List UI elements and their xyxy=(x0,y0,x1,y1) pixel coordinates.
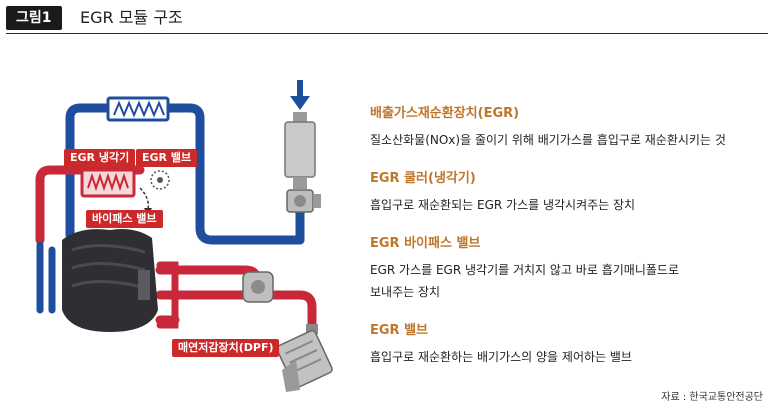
description-egr-valve: EGR 밸브 흡입구로 재순환하는 배기가스의 양을 제어하는 밸브 xyxy=(370,322,765,368)
turbocharger xyxy=(242,271,274,303)
intercooler xyxy=(106,96,170,122)
description-heading: EGR 쿨러(냉각기) xyxy=(370,171,476,186)
description-egr-cooler: EGR 쿨러(냉각기) 흡입구로 재순환되는 EGR 가스를 냉각시켜주는 장치 xyxy=(370,170,765,216)
dpf-label: 매연저감장치(DPF) xyxy=(172,339,280,357)
description-text: 질소산화물(NOx)을 줄이기 위해 배기가스를 흡입구로 재순환시키는 것 xyxy=(370,133,726,147)
description-bypass-valve: EGR 바이패스 밸브 EGR 가스를 EGR 냉각기를 거치지 않고 바로 흡… xyxy=(370,235,765,303)
description-heading: EGR 바이패스 밸브 xyxy=(370,236,481,251)
figure-title: EGR 모듈 구조 xyxy=(80,8,183,27)
description-text: EGR 가스를 EGR 냉각기를 거치지 않고 바로 흡기매니폴드로 xyxy=(370,263,679,277)
header-rule xyxy=(6,33,768,34)
throttle-body xyxy=(286,189,321,213)
air-filter xyxy=(284,112,316,189)
description-text-cont: 보내주는 장치 xyxy=(370,285,441,299)
egr-valve-icon xyxy=(150,170,170,190)
description-text: 흡입구로 재순환하는 배기가스의 양을 제어하는 밸브 xyxy=(370,350,632,364)
egr-diagram xyxy=(35,80,333,392)
description-text: 흡입구로 재순환되는 EGR 가스를 냉각시켜주는 장치 xyxy=(370,198,636,212)
egr-cooler-body xyxy=(80,168,136,198)
description-egr: 배출가스재순환장치(EGR) 질소산화물(NOx)을 줄이기 위해 배기가스를 … xyxy=(370,105,765,151)
egr-valve-label: EGR 밸브 xyxy=(136,149,198,167)
dpf-unit xyxy=(276,324,333,392)
egr-cooler-label: EGR 냉각기 xyxy=(64,149,136,167)
figure-badge: 그림1 xyxy=(6,6,62,30)
bypass-valve-label: 바이패스 밸브 xyxy=(86,210,163,228)
engine-block xyxy=(62,229,158,332)
intake-manifold xyxy=(36,241,56,314)
intake-arrow xyxy=(290,80,310,110)
description-heading: 배출가스재순환장치(EGR) xyxy=(370,106,520,121)
figure-header: 그림1 EGR 모듈 구조 xyxy=(0,0,773,34)
source-note: 자료 : 한국교통안전공단 xyxy=(661,392,763,403)
exhaust-manifold xyxy=(156,261,179,329)
description-heading: EGR 밸브 xyxy=(370,323,429,338)
